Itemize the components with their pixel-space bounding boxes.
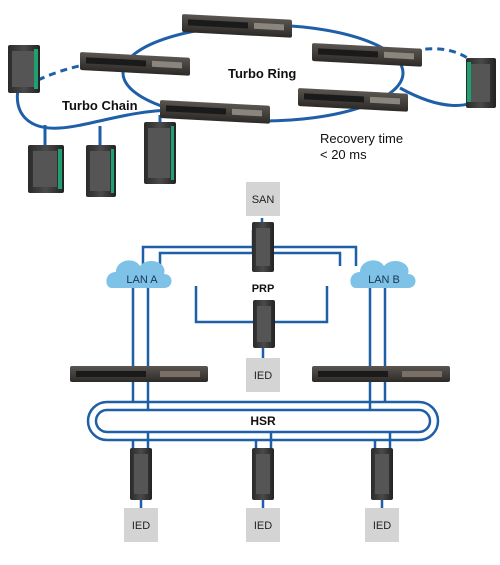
din-switch xyxy=(252,222,274,272)
lan-b-cloud: LAN B xyxy=(350,260,416,288)
din-switch xyxy=(86,145,116,197)
lan-b-label: LAN B xyxy=(368,274,400,286)
lan-a-cloud: LAN A xyxy=(106,260,172,288)
din-switch xyxy=(130,448,152,500)
din-switch xyxy=(253,300,275,348)
prp-label: PRP xyxy=(252,283,275,295)
recovery-time-label: Recovery time xyxy=(320,131,403,146)
din-switch xyxy=(28,145,64,193)
rack-switch xyxy=(312,366,450,382)
san-label: SAN xyxy=(252,194,275,206)
lan-a-label: LAN A xyxy=(126,274,158,286)
ied-box: IED xyxy=(246,358,280,392)
turbo-section: Turbo Ring Turbo Chain Recovery time < 2… xyxy=(8,14,496,197)
hsr-ring-inner xyxy=(94,408,432,434)
ied-label: IED xyxy=(132,520,150,532)
hsr-label: HSR xyxy=(250,414,276,428)
rack-switch xyxy=(312,43,422,67)
ied-box: IED xyxy=(365,508,399,542)
turbo-chain-label: Turbo Chain xyxy=(62,98,138,113)
prp-hsr-section: LAN A LAN B SAN PRP IED xyxy=(70,182,450,542)
din-switch xyxy=(8,45,40,93)
rack-switch xyxy=(182,14,292,38)
din-switch xyxy=(371,448,393,500)
rack-switch xyxy=(298,88,408,112)
rack-switch xyxy=(70,366,208,382)
ied-box: IED xyxy=(246,508,280,542)
din-switch xyxy=(252,448,274,500)
ied-label: IED xyxy=(373,520,391,532)
rack-switch xyxy=(80,52,190,76)
turbo-ring-label: Turbo Ring xyxy=(228,66,296,81)
ied-label: IED xyxy=(254,370,272,382)
rack-switch xyxy=(160,100,270,124)
san-box: SAN xyxy=(246,182,280,216)
recovery-time-value: < 20 ms xyxy=(320,147,367,162)
din-switch xyxy=(466,58,496,108)
hsr-drop-links xyxy=(131,382,387,410)
chain-dashed-link xyxy=(37,60,101,82)
ied-box: IED xyxy=(124,508,158,542)
turbo-chain-link xyxy=(15,79,176,130)
hsr-ring-outer xyxy=(86,400,440,442)
ied-label: IED xyxy=(254,520,272,532)
din-switch xyxy=(144,122,176,184)
